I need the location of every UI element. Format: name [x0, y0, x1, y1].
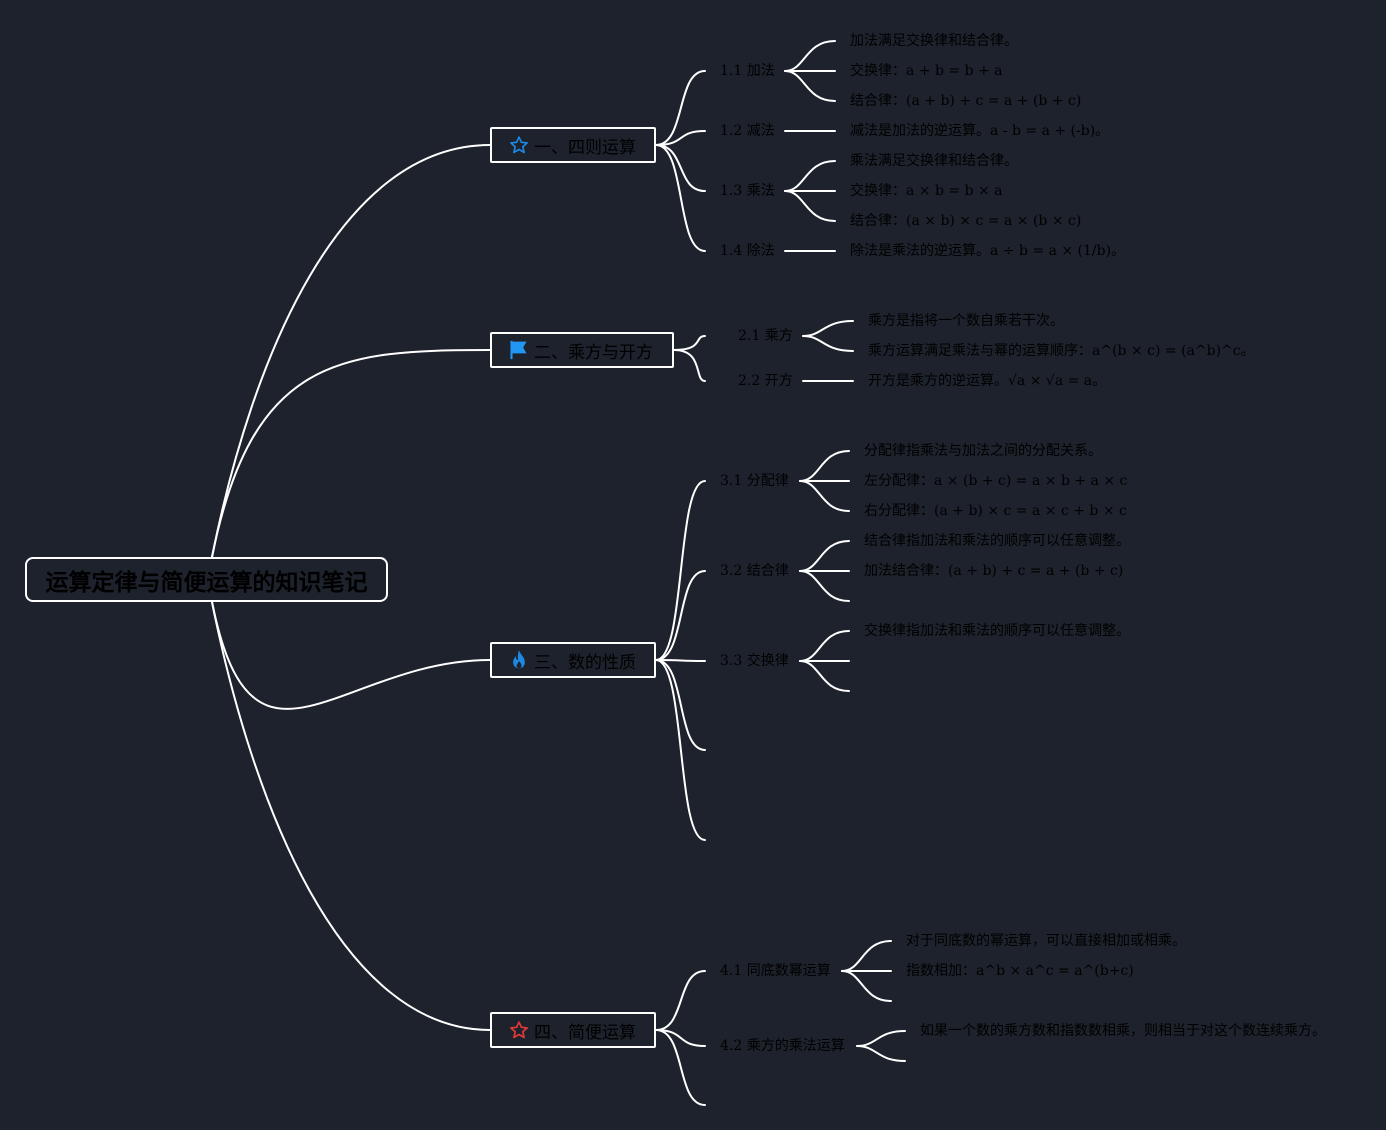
- subtopic[interactable]: 1.4 除法: [720, 243, 775, 259]
- leaf-note[interactable]: 左分配律：a × (b + c) = a × b + a × c: [864, 473, 1128, 489]
- leaf-note[interactable]: 右分配律：(a + b) × c = a × c + b × c: [864, 503, 1127, 519]
- branch-topic-1[interactable]: 一、四则运算: [490, 127, 656, 163]
- leaf-note[interactable]: 指数相加：a^b × a^c = a^(b+c): [906, 963, 1134, 979]
- subtopic[interactable]: 2.1 乘方: [738, 328, 793, 344]
- branch-sub-connector: [655, 144, 706, 192]
- root-branch-connector: [211, 601, 491, 1031]
- branch-label: 二、乘方与开方: [534, 342, 653, 363]
- sub-leaf-connector: [799, 660, 850, 692]
- leaf-note[interactable]: 加法结合律：(a + b) + c = a + (b + c): [864, 563, 1124, 579]
- sub-leaf-connector: [799, 480, 850, 512]
- branch-sub-connector: [655, 1029, 706, 1047]
- leaf-note[interactable]: 对于同底数的幂运算，可以直接相加或相乘。: [906, 933, 1186, 949]
- leaf-note[interactable]: 分配律指乘法与加法之间的分配关系。: [864, 443, 1102, 459]
- branch-sub-connector: [655, 130, 706, 146]
- leaf-note[interactable]: 加法满足交换律和结合律。: [850, 33, 1018, 49]
- branch-sub-connector: [655, 1029, 706, 1106]
- leaf-note[interactable]: 乘方运算满足乘法与幂的运算顺序：a^(b × c) = (a^b)^c。: [868, 343, 1255, 359]
- sub-leaf-connector: [799, 570, 850, 602]
- leaf-note[interactable]: 乘方是指将一个数自乘若干次。: [868, 313, 1064, 329]
- sub-leaf-connector: [784, 70, 836, 102]
- sub-leaf-connector: [802, 335, 854, 352]
- leaf-note[interactable]: 除法是乘法的逆运算。a ÷ b = a × (1/b)。: [850, 243, 1126, 259]
- sub-leaf-connector: [799, 630, 850, 662]
- branch-label: 三、数的性质: [534, 652, 636, 673]
- branch-topic-3[interactable]: 三、数的性质: [490, 642, 656, 678]
- leaf-note[interactable]: 如果一个数的乘方数和指数数相乘，则相当于对这个数连续乘方。: [920, 1023, 1326, 1039]
- leaf-note[interactable]: 结合律：(a × b) × c = a × (b × c): [850, 213, 1082, 229]
- sub-leaf-connector: [784, 160, 836, 192]
- subtopic[interactable]: 3.2 结合律: [720, 563, 789, 579]
- root-title: 运算定律与简便运算的知识笔记: [45, 569, 368, 596]
- branch-sub-connector: [655, 144, 706, 252]
- sub-leaf-connector: [841, 940, 892, 972]
- branch-sub-connector: [673, 335, 706, 351]
- sub-leaf-connector: [799, 540, 850, 572]
- branch-sub-connector: [655, 70, 706, 146]
- subtopic[interactable]: 1.1 加法: [720, 63, 775, 79]
- subtopic[interactable]: 4.1 同底数幂运算: [720, 963, 831, 979]
- sub-leaf-connector: [799, 450, 850, 482]
- sub-leaf-connector: [784, 190, 836, 222]
- branch-sub-connector: [655, 570, 706, 661]
- star-outline-icon: [508, 1019, 530, 1041]
- sub-leaf-connector: [856, 1030, 906, 1047]
- star-outline-icon: [508, 134, 530, 156]
- branch-topic-2[interactable]: 二、乘方与开方: [490, 332, 674, 368]
- root-branch-connector: [211, 601, 491, 710]
- branch-label: 一、四则运算: [534, 137, 636, 158]
- branch-sub-connector: [655, 480, 706, 661]
- flag-icon: [508, 339, 530, 361]
- leaf-note[interactable]: 交换律指加法和乘法的顺序可以任意调整。: [864, 623, 1130, 639]
- leaf-note[interactable]: 交换律：a + b = b + a: [850, 63, 1003, 79]
- subtopic[interactable]: 4.2 乘方的乘法运算: [720, 1038, 845, 1054]
- subtopic[interactable]: 3.1 分配律: [720, 473, 789, 489]
- root-branch-connector: [211, 144, 491, 558]
- leaf-note[interactable]: 交换律：a × b = b × a: [850, 183, 1003, 199]
- sub-leaf-connector: [856, 1045, 906, 1062]
- subtopic[interactable]: 1.3 乘法: [720, 183, 775, 199]
- branch-sub-connector: [655, 659, 706, 662]
- leaf-note[interactable]: 乘法满足交换律和结合律。: [850, 153, 1018, 169]
- root-branch-connector: [211, 349, 491, 558]
- leaf-note[interactable]: 开方是乘方的逆运算。√a × √a = a。: [868, 373, 1107, 389]
- subtopic[interactable]: 2.2 开方: [738, 373, 793, 389]
- fire-icon: [508, 649, 530, 671]
- sub-leaf-connector: [784, 40, 836, 72]
- subtopic[interactable]: 3.3 交换律: [720, 653, 789, 669]
- sub-leaf-connector: [802, 320, 854, 337]
- leaf-note[interactable]: 结合律：(a + b) + c = a + (b + c): [850, 93, 1082, 109]
- leaf-note[interactable]: 结合律指加法和乘法的顺序可以任意调整。: [864, 533, 1130, 549]
- branch-label: 四、简便运算: [534, 1022, 636, 1043]
- sub-leaf-connector: [841, 970, 892, 1002]
- branch-sub-connector: [655, 970, 706, 1031]
- branch-sub-connector: [673, 349, 706, 382]
- branch-sub-connector: [655, 659, 706, 751]
- subtopic[interactable]: 1.2 减法: [720, 123, 775, 139]
- root-topic[interactable]: 运算定律与简便运算的知识笔记: [25, 557, 388, 602]
- branch-topic-4[interactable]: 四、简便运算: [490, 1012, 656, 1048]
- branch-sub-connector: [655, 659, 706, 841]
- leaf-note[interactable]: 减法是加法的逆运算。a - b = a + (-b)。: [850, 123, 1110, 139]
